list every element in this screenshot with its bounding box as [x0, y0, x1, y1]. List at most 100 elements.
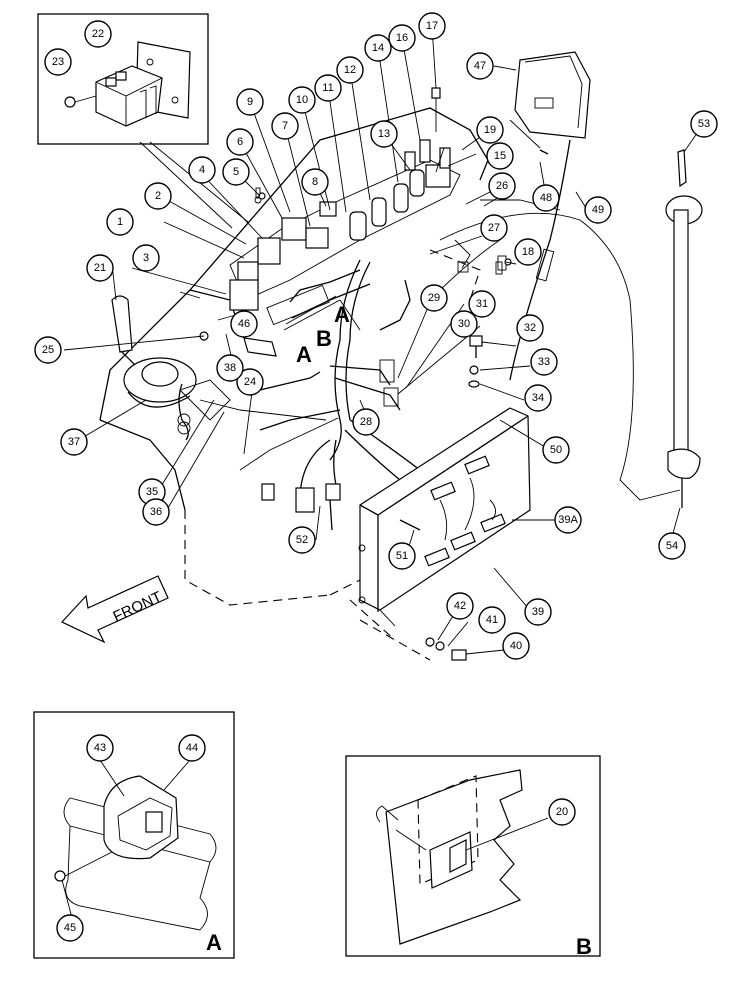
svg-text:4: 4	[199, 164, 205, 176]
svg-text:26: 26	[496, 180, 508, 192]
svg-text:50: 50	[550, 444, 562, 456]
svg-text:15: 15	[494, 150, 506, 162]
svg-text:16: 16	[396, 32, 408, 44]
callout-16: 16	[388, 24, 416, 52]
monitor-unit	[509, 51, 591, 155]
callout-38: 38	[216, 354, 244, 382]
svg-text:1: 1	[117, 216, 123, 228]
svg-text:3: 3	[143, 252, 149, 264]
svg-text:23: 23	[52, 56, 64, 68]
view-label-a2: A	[296, 342, 312, 367]
callout-40: 40	[502, 632, 530, 660]
svg-text:46: 46	[238, 318, 250, 330]
svg-text:52: 52	[296, 534, 308, 546]
callout-53: 53	[690, 110, 718, 138]
callout-44: 44	[178, 734, 206, 762]
svg-text:22: 22	[92, 28, 104, 40]
svg-text:35: 35	[146, 486, 158, 498]
svg-text:53: 53	[698, 118, 710, 130]
fasteners	[199, 192, 512, 661]
callout-26: 26	[488, 172, 516, 200]
callout-31: 31	[468, 290, 496, 318]
callout-34: 34	[524, 384, 552, 412]
svg-text:9: 9	[247, 96, 253, 108]
svg-text:6: 6	[237, 136, 243, 148]
callout-18: 18	[514, 238, 542, 266]
svg-text:36: 36	[150, 506, 162, 518]
svg-text:29: 29	[428, 292, 440, 304]
inset-b-label: B	[576, 934, 592, 959]
svg-text:10: 10	[296, 94, 308, 106]
callout-21: 21	[86, 254, 114, 282]
svg-text:30: 30	[458, 318, 470, 330]
callout-19: 19	[476, 116, 504, 144]
callout-22: 22	[84, 20, 112, 48]
callout-41: 41	[478, 606, 506, 634]
svg-text:39A: 39A	[558, 514, 578, 526]
svg-text:20: 20	[556, 806, 568, 818]
callout-6: 6	[226, 128, 254, 156]
callout-9: 9	[236, 88, 264, 116]
callout-17: 17	[418, 12, 446, 40]
svg-text:40: 40	[510, 640, 522, 652]
callout-1: 1	[106, 208, 134, 236]
controller-box	[358, 407, 531, 627]
inset-a-label: A	[206, 930, 222, 955]
callout-32: 32	[516, 314, 544, 342]
svg-text:43: 43	[94, 742, 106, 754]
svg-text:38: 38	[224, 362, 236, 374]
callout-43: 43	[86, 734, 114, 762]
callout-7: 7	[271, 112, 299, 140]
antenna	[665, 149, 703, 508]
callout-39: 39	[524, 598, 552, 626]
svg-text:32: 32	[524, 322, 536, 334]
callout-12: 12	[336, 56, 364, 84]
callout-24: 24	[236, 368, 264, 396]
callout-39a: 39A	[554, 506, 582, 534]
callout-29: 29	[420, 284, 448, 312]
svg-text:25: 25	[42, 344, 54, 356]
svg-text:39: 39	[532, 606, 544, 618]
front-arrow: FRONT	[61, 575, 169, 644]
callout-33: 33	[530, 348, 558, 376]
svg-text:51: 51	[396, 550, 408, 562]
svg-text:45: 45	[64, 922, 76, 934]
relay-block	[229, 87, 503, 357]
callout-23: 23	[44, 48, 72, 76]
svg-text:37: 37	[68, 436, 80, 448]
leader-lines	[63, 25, 703, 655]
callout-30: 30	[450, 310, 478, 338]
callout-10: 10	[288, 86, 316, 114]
callout-49: 49	[584, 196, 612, 224]
svg-text:2: 2	[155, 190, 161, 202]
control-lever	[111, 295, 231, 441]
callout-8: 8	[301, 168, 329, 196]
svg-text:14: 14	[372, 42, 384, 54]
callout-52: 52	[288, 526, 316, 554]
svg-text:17: 17	[426, 20, 438, 32]
callout-46a: 46	[230, 310, 258, 338]
svg-text:31: 31	[476, 298, 488, 310]
callout-45: 45	[56, 914, 84, 942]
inset-regulator	[37, 13, 249, 229]
callout-11: 11	[314, 74, 342, 102]
callout-27: 27	[480, 214, 508, 242]
svg-text:54: 54	[666, 540, 678, 552]
callout-51: 51	[388, 542, 416, 570]
callout-36: 36	[142, 498, 170, 526]
inset-b: B	[345, 755, 601, 959]
svg-text:41: 41	[486, 614, 498, 626]
svg-text:19: 19	[484, 124, 496, 136]
svg-text:47: 47	[474, 60, 486, 72]
callout-15: 15	[486, 142, 514, 170]
view-label-a1: A	[334, 302, 350, 327]
callout-25: 25	[34, 336, 62, 364]
svg-text:44: 44	[186, 742, 198, 754]
callout-37: 37	[60, 428, 88, 456]
callout-28: 28	[352, 408, 380, 436]
svg-text:27: 27	[488, 222, 500, 234]
callout-47: 47	[466, 52, 494, 80]
wire-harness	[199, 139, 681, 531]
callout-54: 54	[658, 532, 686, 560]
callout-35: 35	[138, 478, 166, 506]
